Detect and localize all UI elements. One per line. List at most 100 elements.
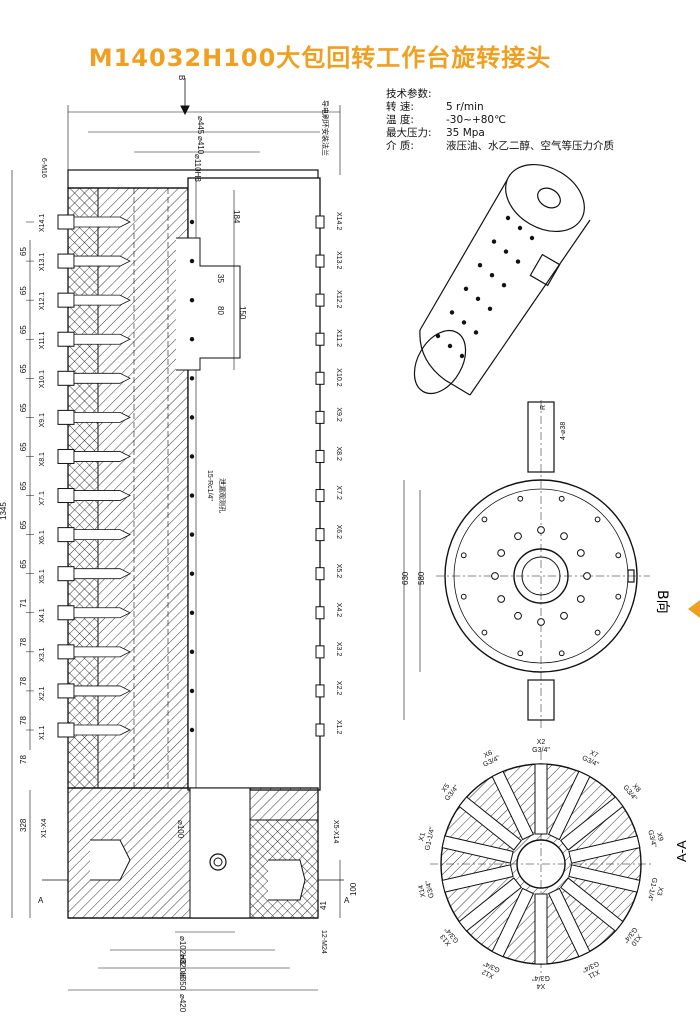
pitch-dim: 65 [19, 520, 28, 529]
iso-hole [459, 353, 465, 359]
radial-port-bore [568, 835, 641, 864]
port-fitting-left [57, 292, 75, 308]
x-range-left: X1-X4 [41, 818, 48, 838]
leak-hole [189, 297, 195, 303]
radial-port-name: X12 [481, 968, 495, 980]
iso-hole [501, 283, 507, 288]
port-fitting-left [57, 253, 75, 269]
leak-hole [189, 493, 195, 498]
radial-port-bore [458, 796, 522, 851]
port-fitting-right [315, 293, 325, 307]
port-label-right: X11.2 [335, 329, 342, 347]
radial-port-bore [441, 835, 514, 864]
thread-6-m16: 6-M16 [40, 158, 47, 178]
spec-temperature: 温 度:-30~+80℃ [386, 114, 506, 126]
port-fitting-right [315, 606, 325, 620]
b-view-outer-hole [558, 495, 565, 502]
leak-hole [189, 649, 195, 655]
iso-hole [477, 263, 483, 268]
port-label-right: X5.2 [335, 564, 342, 579]
port-fitting-left [57, 722, 75, 738]
port-label-right: X3.2 [335, 642, 342, 657]
radial-port-thread: G1-1/4" [424, 826, 436, 851]
section-a-left: A [38, 896, 44, 905]
b-view-inner-hole [514, 611, 522, 620]
b-view-inner-hole [537, 618, 545, 626]
port-fitting-left [57, 683, 75, 699]
b-view-outer-hole [481, 629, 488, 636]
pitch-dim: 65 [19, 481, 28, 490]
b-view-outer-hole [481, 516, 488, 523]
port-label-left: X4.1 [39, 608, 46, 623]
b-view-outer-hole [558, 650, 565, 657]
b-view-inner-hole [491, 572, 499, 580]
dim-od-410: ⌀410 [196, 136, 205, 155]
pitch-dim: 65 [19, 403, 28, 412]
port-label-right: X14.2 [335, 212, 342, 230]
leak-hole [189, 610, 195, 615]
port-fitting-left [57, 527, 75, 543]
port-fitting-right [315, 332, 325, 346]
pitch-dim: 78 [19, 676, 28, 685]
leak-hole [189, 571, 195, 576]
pitch-dim: 65 [19, 442, 28, 451]
b-view-label: B向 [654, 590, 670, 614]
port-fitting-left [57, 448, 75, 464]
b-view-inner-hole [576, 549, 585, 557]
port-label-right: X2.2 [335, 681, 342, 696]
b-view-outer-hole [615, 593, 622, 600]
spec-speed: 转 速:5 r/min [386, 101, 484, 113]
port-channel [73, 333, 131, 345]
b-view-inner-hole [497, 549, 506, 557]
port-note-2: 泄漏观测孔 [218, 478, 227, 513]
drawing-title: M14032H100大包回转工作台旋转接头 [88, 44, 552, 72]
dim-bore-100: ⌀100 [176, 820, 185, 839]
radial-port-thread: G3/4" [425, 879, 436, 898]
dim-bore-102: ⌀102H8 [178, 936, 187, 965]
b-view-inner-hole [514, 532, 522, 541]
port-label-right: X7.2 [335, 486, 342, 501]
port-label-left: X14.1 [39, 214, 46, 232]
port-label-left: X9.1 [39, 413, 46, 428]
port-channel [73, 724, 131, 736]
dim-od-320: ⌀320f8 [178, 954, 187, 979]
port-label-left: X1.1 [39, 725, 46, 740]
leak-hole [189, 727, 195, 733]
port-label-left: X10.1 [39, 370, 46, 388]
radial-port-name: X3 [655, 886, 664, 896]
port-fitting-left [57, 488, 75, 504]
port-label-left: X12.1 [39, 292, 46, 310]
iso-hole [503, 249, 509, 254]
dim-r: R [540, 405, 547, 410]
iso-hole [435, 333, 441, 339]
pitch-dim: 78 [19, 715, 28, 724]
radial-port-name: X14 [418, 884, 428, 898]
radial-port-bore [547, 770, 591, 841]
leak-hole [189, 688, 195, 694]
dim-35: 35 [216, 274, 225, 283]
port-fitting-right [315, 567, 325, 581]
port-label-right: X1.2 [335, 720, 342, 735]
port-channel [73, 411, 131, 423]
port-channel [73, 568, 131, 580]
leak-hole [189, 219, 195, 225]
leak-hole [189, 454, 195, 459]
dim-od-420: ⌀420 [178, 994, 187, 1013]
port-label-right: X9.2 [335, 407, 342, 422]
pitch-dim: 65 [19, 325, 28, 334]
port-channel [73, 216, 131, 228]
b-view-outer-hole [460, 593, 467, 600]
port-note: 15-Rc1/4" [206, 470, 213, 501]
spec-max-pressure: 最大压力:35 Mpa [386, 127, 485, 139]
radial-port-name: X11 [587, 968, 601, 980]
leak-hole [189, 415, 195, 420]
port-label-right: X13.2 [335, 251, 342, 269]
